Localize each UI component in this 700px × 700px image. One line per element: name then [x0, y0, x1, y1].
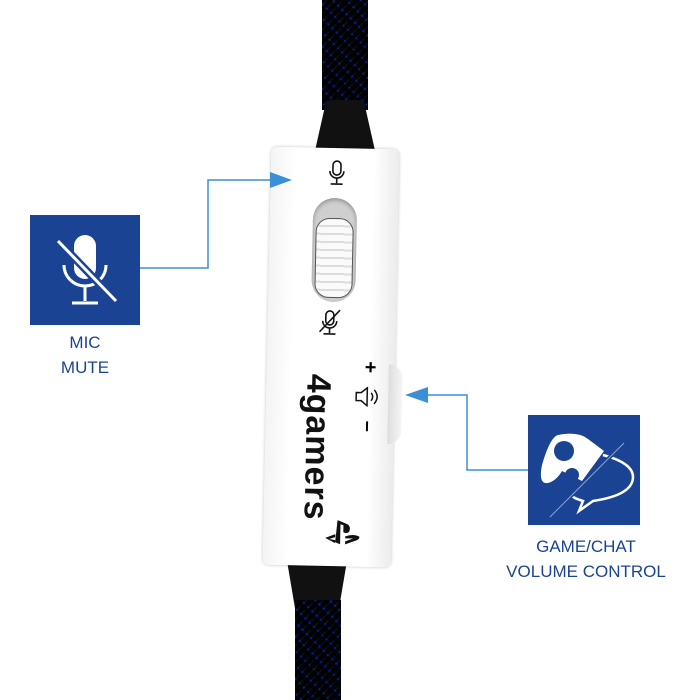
- caption-line: GAME/CHAT: [536, 537, 636, 556]
- playstation-logo-icon: [325, 520, 360, 545]
- mic-mute-icon: [55, 235, 119, 305]
- cable-top: [322, 0, 368, 110]
- cable-bottom: [295, 600, 341, 700]
- speaker-icon: [355, 386, 378, 408]
- caption-line: MUTE: [60, 358, 110, 377]
- volume-feature-box: [528, 415, 640, 525]
- mic-mute-feature-box: [30, 215, 140, 325]
- cable-strain-relief-top: [314, 100, 376, 155]
- controller-chat-icon: [540, 433, 635, 519]
- caption-line: VOLUME CONTROL: [506, 562, 666, 581]
- mic-icon: [329, 160, 345, 186]
- volume-caption: GAME/CHAT VOLUME CONTROL: [486, 534, 686, 584]
- mic-muted-icon: [318, 309, 341, 335]
- caption-line: MIC: [69, 333, 101, 352]
- inline-controller: + – 4gamers: [262, 146, 403, 568]
- mic-mute-caption: MIC MUTE: [30, 330, 140, 380]
